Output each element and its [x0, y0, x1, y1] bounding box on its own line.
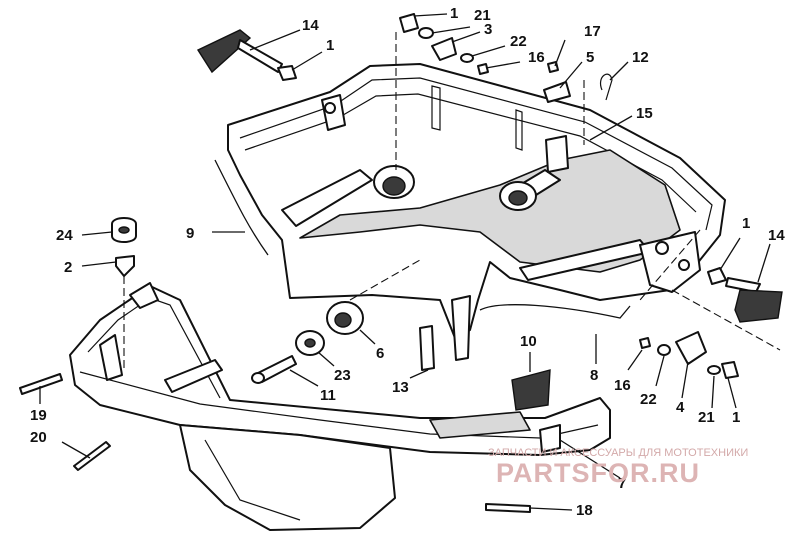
callout-20: 20	[30, 429, 47, 446]
callout-1-top-left: 1	[326, 37, 334, 54]
callout-9: 9	[186, 225, 194, 242]
callout-4: 4	[676, 399, 685, 416]
small-parts	[19, 13, 783, 513]
callout-2: 2	[64, 259, 72, 276]
callout-10: 10	[520, 333, 537, 350]
callout-6: 6	[376, 345, 384, 362]
callout-11: 11	[320, 387, 336, 404]
callout-17: 17	[584, 23, 601, 40]
callout-18: 18	[576, 502, 593, 519]
callout-24: 24	[56, 227, 73, 244]
callout-19: 19	[30, 407, 47, 424]
callout-15: 15	[636, 105, 653, 122]
callout-8: 8	[590, 367, 598, 384]
callout-5: 5	[586, 49, 594, 66]
callout-1-right-bottom: 1	[732, 409, 740, 426]
callout-23: 23	[334, 367, 351, 384]
upper-cover	[227, 63, 726, 361]
callout-14-right: 14	[768, 227, 785, 244]
assembly-lines	[123, 32, 781, 370]
callout-12: 12	[632, 49, 649, 66]
callout-21-right: 21	[698, 409, 715, 426]
callout-13: 13	[392, 379, 409, 396]
callout-22-top: 22	[510, 33, 527, 50]
callout-3: 3	[484, 21, 492, 38]
watermark-logo: PARTSFOR.RU	[496, 458, 700, 488]
callout-1-right: 1	[742, 215, 750, 232]
callout-1-top: 1	[450, 5, 458, 22]
leader-lines	[39, 13, 771, 511]
callouts: 14 1 1 21 3 22 17 16 5 12 15 9 24 2 1 14…	[30, 5, 785, 519]
callout-22-right: 22	[640, 391, 657, 408]
bottom-cover	[69, 282, 611, 531]
watermark: ЗАПЧАСТИ И АКСЕССУАРЫ ДЛЯ МОТОТЕХНИКИ PA…	[488, 447, 748, 488]
callout-16-right: 16	[614, 377, 631, 394]
callout-21-top: 21	[474, 7, 491, 24]
callout-14-top: 14	[302, 17, 319, 34]
callout-7: 7	[618, 475, 626, 492]
watermark-caption: ЗАПЧАСТИ И АКСЕССУАРЫ ДЛЯ МОТОТЕХНИКИ	[488, 447, 748, 459]
callout-16-top: 16	[528, 49, 545, 66]
